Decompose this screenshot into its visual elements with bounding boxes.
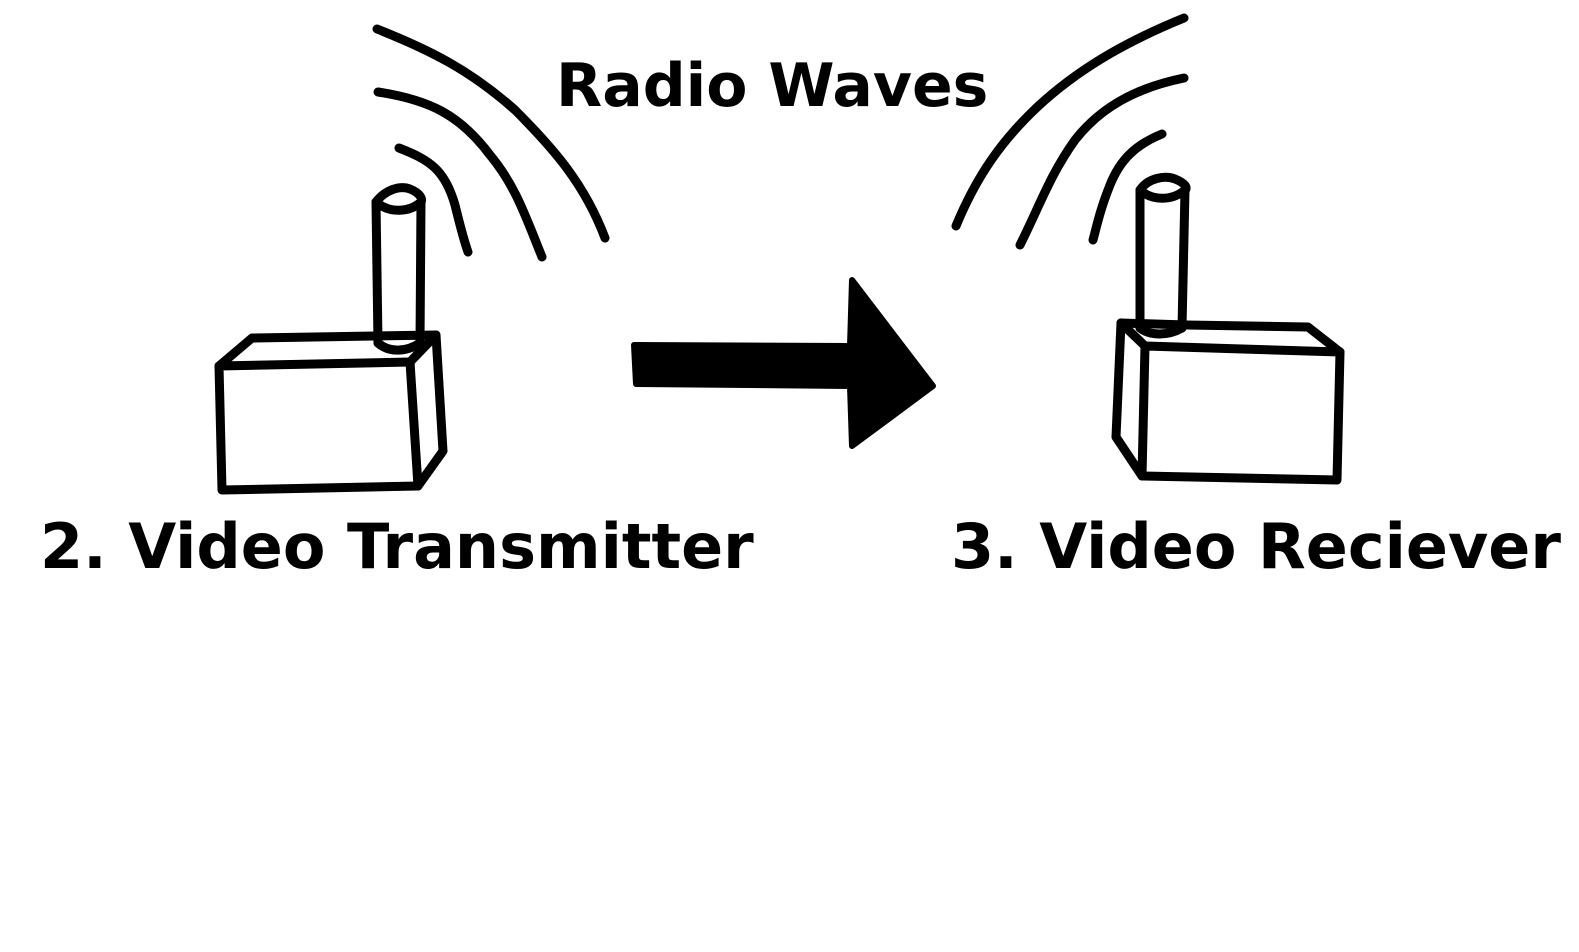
video-transmitter-label: 2. Video Transmitter	[40, 510, 754, 583]
radio-waves-label: Radio Waves	[556, 51, 989, 121]
video-receiver-label: 3. Video Reciever	[951, 510, 1561, 583]
arrow-right-icon	[631, 277, 936, 449]
receiver-radio-waves-icon	[951, 13, 1189, 250]
transmitter-box-icon	[214, 183, 448, 495]
receiver-box-icon	[1111, 172, 1345, 485]
transmitter-radio-waves-icon	[372, 24, 610, 262]
